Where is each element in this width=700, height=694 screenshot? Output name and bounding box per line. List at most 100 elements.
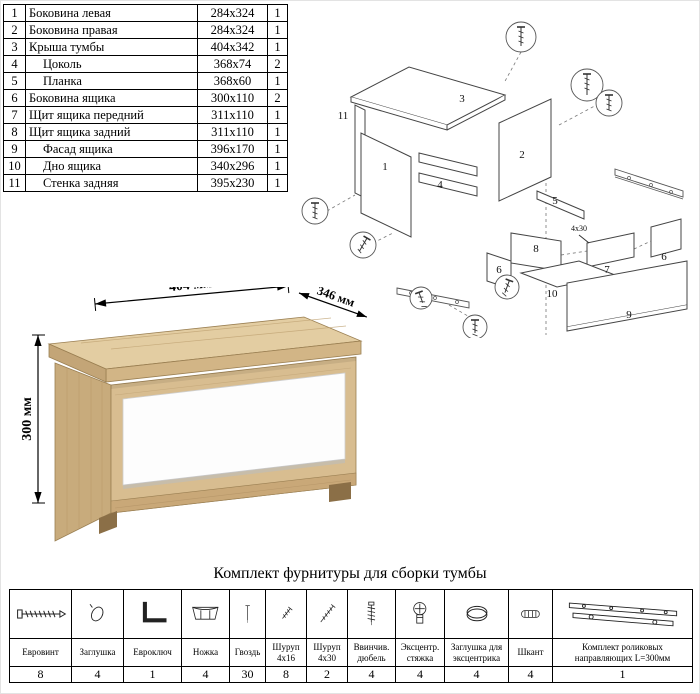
part-number: 11	[3, 174, 26, 192]
part-name: Боковина левая	[25, 4, 198, 22]
part-name: Планка	[25, 72, 198, 90]
part-qty: 1	[267, 157, 288, 175]
hardware-item-qty: 1	[124, 666, 181, 682]
hardware-item-qty: 2	[307, 666, 347, 682]
part-name: Цоколь	[25, 55, 198, 73]
hardware-item-qty: 4	[348, 666, 395, 682]
dim-width-label: 404 мм	[168, 287, 213, 295]
diagram-part-label: 2	[519, 149, 525, 161]
hardware-item-qty: 8	[10, 666, 71, 682]
diagram-part-label: 11	[338, 110, 349, 122]
part-size: 311x110	[197, 123, 268, 141]
dim-height-label: 300 мм	[20, 397, 35, 441]
part-qty: 1	[267, 174, 288, 192]
part-size: 404x342	[197, 38, 268, 56]
hardware-item-qty: 1	[553, 666, 692, 682]
part-name: Крыша тумбы	[25, 38, 198, 56]
part-number: 3	[3, 38, 26, 56]
hardware-item-qty: 4	[72, 666, 123, 682]
hardware-item-name: Эксцентр. стяжка	[396, 638, 444, 666]
screw-in-dowel-icon	[348, 590, 395, 638]
part-number: 6	[3, 89, 26, 107]
hardware-item-name: Заглушка	[72, 638, 123, 666]
part-name: Щит ящика передний	[25, 106, 198, 124]
part-name: Щит ящика задний	[25, 123, 198, 141]
part-number: 4	[3, 55, 26, 73]
part-qty: 1	[267, 4, 288, 22]
hardware-item-qty: 4	[509, 666, 552, 682]
part-number: 7	[3, 106, 26, 124]
diagram-part-label: 5	[552, 195, 558, 207]
diagram-part-label: 6	[496, 264, 502, 276]
part-qty: 1	[267, 140, 288, 158]
cam-lock-icon	[396, 590, 444, 638]
hardware-item-qty: 4	[182, 666, 229, 682]
part-number: 5	[3, 72, 26, 90]
part-number: 1	[3, 4, 26, 22]
part-size: 311x110	[197, 106, 268, 124]
diagram-part-label: 9	[626, 309, 632, 321]
part-size: 284x324	[197, 21, 268, 39]
hardware-item-name: Заглушка для эксцентрика	[445, 638, 508, 666]
hardware-item-qty: 30	[230, 666, 265, 682]
part-number: 10	[3, 157, 26, 175]
part-number: 8	[3, 123, 26, 141]
diagram-part-label: 1	[382, 161, 388, 173]
diagram-part-label: 6	[661, 251, 667, 263]
part-qty: 1	[267, 21, 288, 39]
wood-dowel-icon	[509, 590, 552, 638]
drawer-slides-icon	[553, 590, 692, 638]
part-number: 2	[3, 21, 26, 39]
cap-icon	[72, 590, 123, 638]
part-size: 395x230	[197, 174, 268, 192]
part-name: Фасад ящика	[25, 140, 198, 158]
diagram-part-label: 4	[437, 179, 443, 191]
dim-height: 300 мм	[20, 334, 45, 504]
part-qty: 1	[267, 72, 288, 90]
diagram-part-label: 7	[604, 264, 610, 276]
product-render: 404 мм 346 мм 300 мм	[20, 287, 368, 542]
hardware-item-name: Гвоздь	[230, 638, 265, 666]
dim-depth: 346 мм	[298, 287, 368, 318]
dim-width: 404 мм	[93, 287, 290, 312]
part-name: Стенка задняя	[25, 174, 198, 192]
hardware-item-name: Евровинт	[10, 638, 71, 666]
foot-icon	[182, 590, 229, 638]
screw-4x16-icon	[266, 590, 306, 638]
part-qty: 1	[267, 38, 288, 56]
part-qty: 2	[267, 89, 288, 107]
part-qty: 1	[267, 123, 288, 141]
cabinet-drawing	[47, 316, 363, 542]
hardware-item-name: Ввинчив. дюбель	[348, 638, 395, 666]
hardware-item-qty: 4	[445, 666, 508, 682]
part-qty: 2	[267, 55, 288, 73]
part-size: 396x170	[197, 140, 268, 158]
hardware-item-name: Евроключ	[124, 638, 181, 666]
hardware-item-name: Шкант	[509, 638, 552, 666]
part-size: 368x60	[197, 72, 268, 90]
diagram-part-label: 3	[459, 93, 465, 105]
